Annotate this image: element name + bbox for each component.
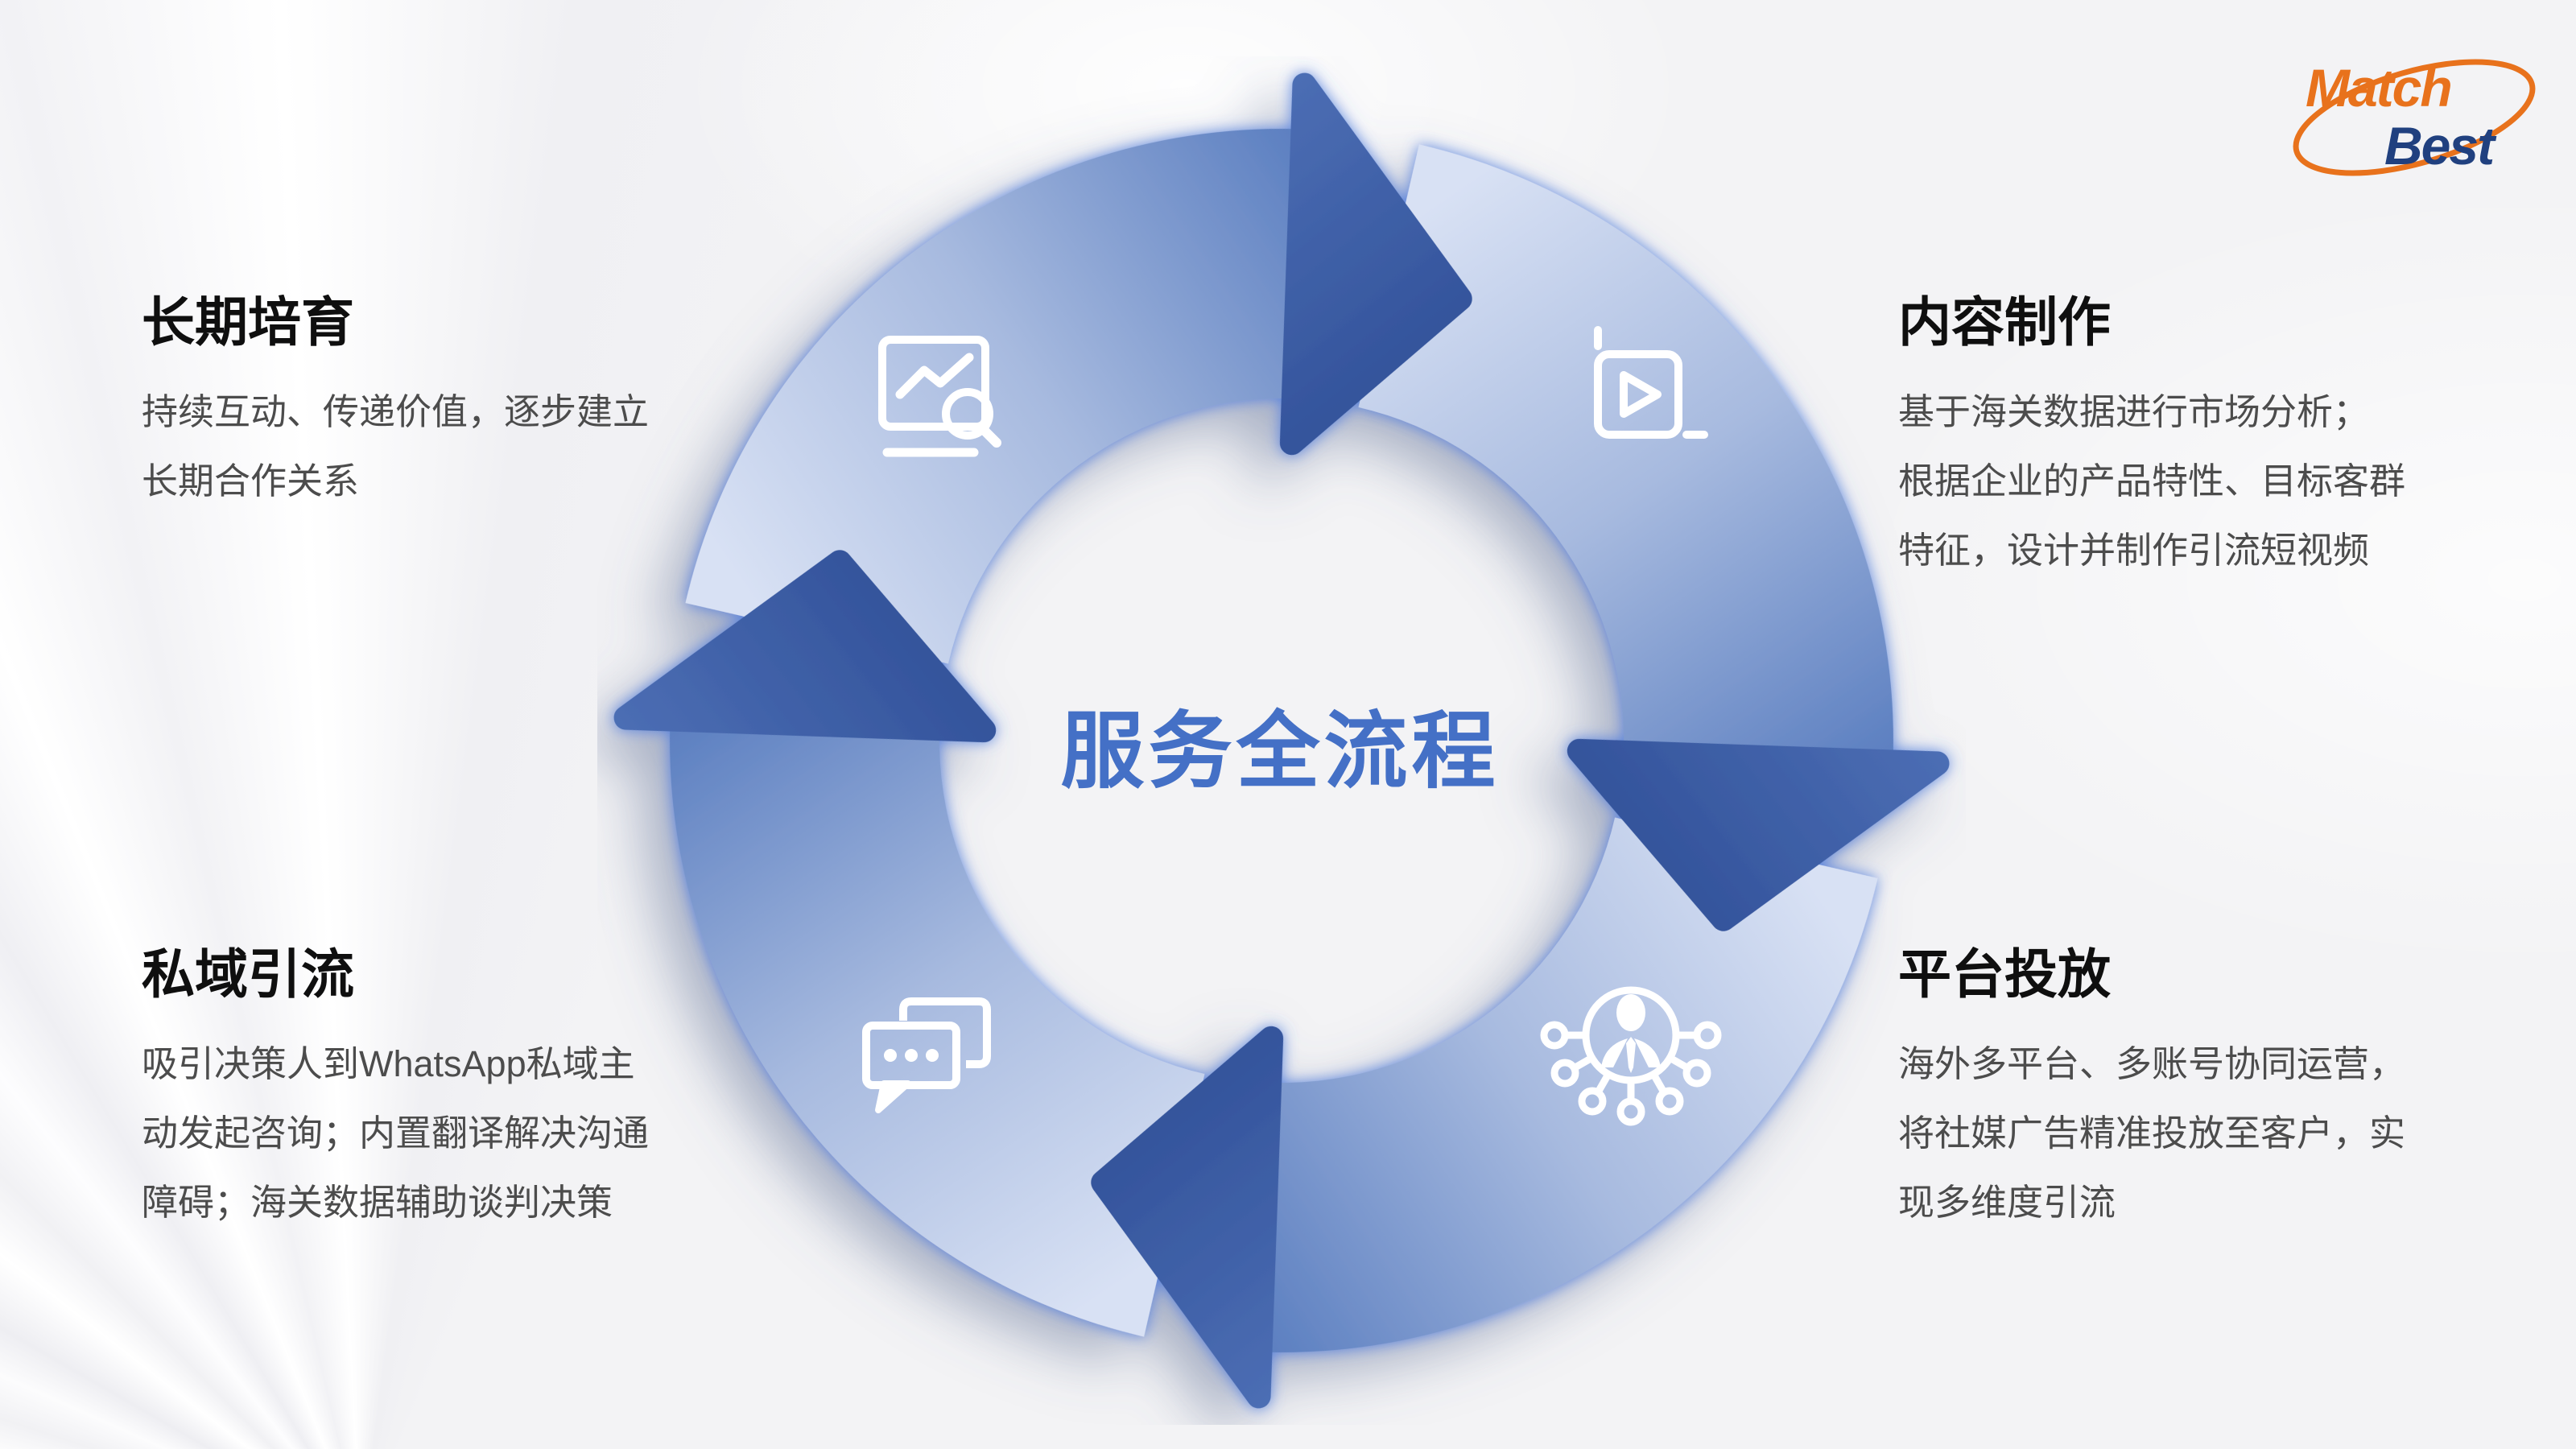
center-title: 服务全流程: [1060, 705, 1500, 799]
logo-ellipse: [2293, 59, 2536, 176]
section-body: 吸引决策人到WhatsApp私域主 动发起咨询；内置翻译解决沟通 障碍；海关数据…: [142, 1043, 650, 1224]
logo-word-best: Best: [2384, 116, 2497, 175]
section-body: 海外多平台、多账号协同运营， 将社媒广告精准投放至客户，实 现多维度引流: [1898, 1043, 2406, 1224]
video-crop-icon: [1594, 326, 1708, 439]
section-content-production: 内容制作 基于海关数据进行市场分析； 根据企业的产品特性、目标客群 特征，设计并…: [1898, 292, 2486, 585]
chart-search-icon: [878, 336, 1001, 457]
section-body: 基于海关数据进行市场分析； 根据企业的产品特性、目标客群 特征，设计并制作引流短…: [1898, 391, 2406, 572]
matchbest-logo: Match Best: [2293, 58, 2536, 176]
chat-bubbles-icon: [862, 997, 991, 1113]
section-title: 平台投放: [1898, 944, 2111, 1004]
section-long-term-nurturing: 长期培育 持续互动、传递价值，逐步建立 长期合作关系: [142, 292, 729, 516]
section-platform-advertising: 平台投放 海外多平台、多账号协同运营， 将社媒广告精准投放至客户，实 现多维度引…: [1898, 944, 2486, 1237]
section-title: 内容制作: [1898, 292, 2111, 352]
logo-word-match: Match: [2306, 58, 2451, 118]
person-network-icon: [1540, 986, 1722, 1126]
section-title: 私域引流: [142, 944, 354, 1004]
section-body: 持续互动、传递价值，逐步建立 长期合作关系: [142, 391, 650, 502]
section-private-domain-traffic: 私域引流 吸引决策人到WhatsApp私域主 动发起咨询；内置翻译解决沟通 障碍…: [142, 944, 729, 1237]
section-title: 长期培育: [142, 292, 354, 352]
